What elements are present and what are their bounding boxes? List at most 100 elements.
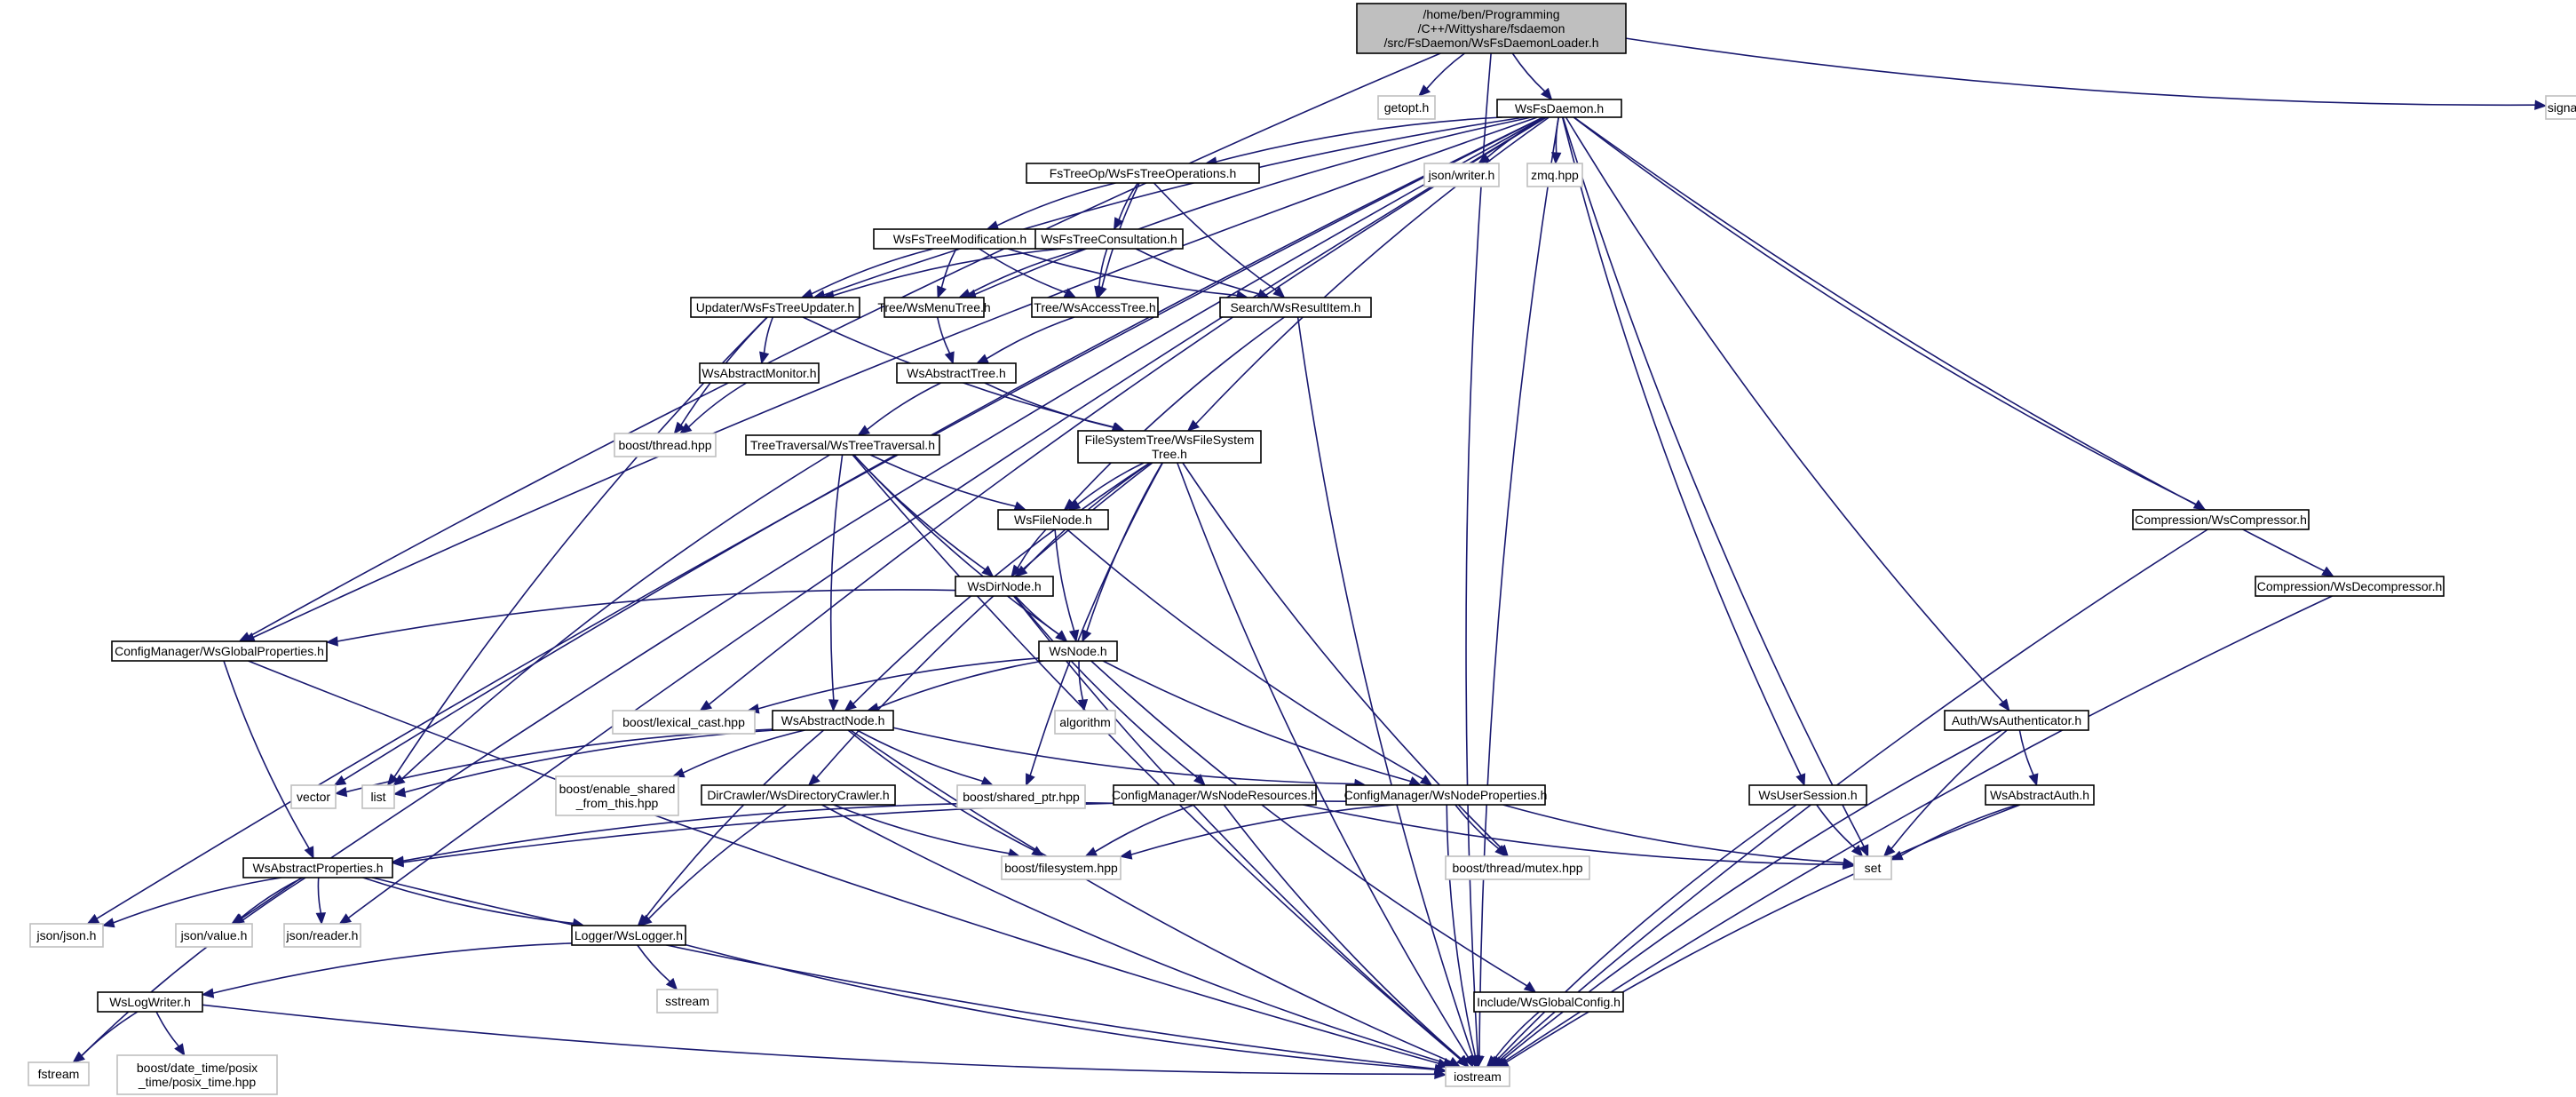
- node-abstree[interactable]: WsAbstractTree.h: [896, 362, 1017, 384]
- node-zmq[interactable]: zmq.hpp: [1526, 163, 1583, 187]
- node-mutex[interactable]: boost/thread/mutex.hpp: [1445, 855, 1590, 880]
- edge-usersession-to-iostream: [1496, 804, 1797, 1061]
- node-algorithm[interactable]: algorithm: [1054, 710, 1116, 735]
- arrowhead-logger-to-sstream: [665, 977, 678, 990]
- edge-logwriter-to-posixtime: [155, 1011, 179, 1047]
- node-list[interactable]: list: [361, 784, 395, 809]
- arrowhead-abstree-to-treetraversal: [857, 425, 871, 436]
- node-jsonwriter[interactable]: json/writer.h: [1423, 163, 1500, 187]
- node-noderes[interactable]: ConfigManager/WsNodeResources.h: [1112, 784, 1318, 806]
- node-wsfsdaemon[interactable]: WsFsDaemon.h: [1496, 99, 1622, 118]
- edge-accesstree-to-abstree: [986, 316, 1075, 360]
- arrowhead-updater-to-thread: [673, 421, 686, 435]
- arrowhead-root-to-getopt: [1417, 84, 1431, 97]
- edge-wsfsdaemon-to-updater: [823, 116, 1525, 296]
- node-dircrawler[interactable]: DirCrawler/WsDirectoryCrawler.h: [701, 784, 896, 806]
- node-treetraversal-box: [745, 434, 940, 456]
- edge-dirnode-to-iostream: [1012, 595, 1462, 1060]
- node-absauth[interactable]: WsAbstractAuth.h: [1985, 784, 2095, 806]
- node-globalconfig[interactable]: Include/WsGlobalConfig.h: [1473, 991, 1624, 1013]
- node-nodeprops[interactable]: ConfigManager/WsNodeProperties.h: [1344, 784, 1548, 806]
- node-set[interactable]: set: [1853, 855, 1892, 880]
- node-compressor[interactable]: Compression/WsCompressor.h: [2132, 509, 2310, 530]
- arrowhead-fstree-to-filenode: [1067, 499, 1082, 511]
- edge-wsnode-to-nodeprops: [1102, 660, 1411, 783]
- node-thread[interactable]: boost/thread.hpp: [614, 433, 717, 457]
- node-getopt[interactable]: getopt.h: [1377, 95, 1436, 120]
- arrowhead-fstree-to-sharedptr: [1026, 773, 1035, 787]
- node-resultitem[interactable]: Search/WsResultItem.h: [1219, 297, 1372, 318]
- edge-wsfsdaemon-to-vector: [343, 116, 1544, 781]
- node-jsonreader[interactable]: json/reader.h: [283, 923, 361, 948]
- edge-root-to-signal: [1625, 37, 2536, 107]
- node-sstream[interactable]: sstream: [656, 989, 718, 1014]
- node-enableshared[interactable]: boost/enable_shared_from_this.hpp: [555, 775, 679, 816]
- edge-wsfsdaemon-to-set: [1562, 116, 1865, 847]
- node-iostream[interactable]: iostream: [1445, 1066, 1510, 1087]
- node-absprops[interactable]: WsAbstractProperties.h: [242, 857, 393, 878]
- node-menutree[interactable]: Tree/WsMenuTree.h: [877, 297, 991, 318]
- node-treecons[interactable]: WsFsTreeConsultation.h: [1034, 228, 1184, 250]
- edge-fstree-to-filenode: [1077, 462, 1145, 505]
- node-wsnode[interactable]: WsNode.h: [1038, 640, 1118, 662]
- node-jsonjson[interactable]: json/json.h: [29, 923, 104, 948]
- edge-wsfsdaemon-to-jsonvalue: [241, 116, 1546, 919]
- node-sstream-box: [656, 989, 718, 1014]
- edge-absnode-to-enableshared: [682, 729, 805, 774]
- node-authenticator-label: Auth/WsAuthenticator.h: [1952, 713, 2081, 727]
- node-treetraversal[interactable]: TreeTraversal/WsTreeTraversal.h: [745, 434, 940, 456]
- node-usersession[interactable]: WsUserSession.h: [1748, 784, 1867, 806]
- arrowhead-wsnode-to-globalconfig: [1523, 981, 1537, 993]
- node-lexicalcast-label: boost/lexical_cast.hpp: [622, 715, 745, 729]
- node-globalconfig-box: [1473, 991, 1624, 1013]
- node-logger[interactable]: Logger/WsLogger.h: [571, 925, 686, 946]
- node-getopt-label: getopt.h: [1384, 100, 1430, 115]
- node-lexicalcast[interactable]: boost/lexical_cast.hpp: [612, 710, 756, 735]
- node-accesstree[interactable]: Tree/WsAccessTree.h: [1031, 297, 1159, 318]
- edge-wsnode-to-absnode: [877, 660, 1044, 709]
- edge-dirnode-to-globalprops: [337, 589, 956, 642]
- edge-nodeprops-to-filesystem: [1130, 804, 1394, 855]
- node-fstreeops[interactable]: FsTreeOp/WsFsTreeOperations.h: [1026, 163, 1260, 184]
- node-decompressor-label: Compression/WsDecompressor.h: [2257, 579, 2443, 593]
- node-jsonvalue[interactable]: json/value.h: [175, 923, 253, 948]
- node-jsonreader-box: [283, 923, 361, 948]
- node-absmonitor[interactable]: WsAbstractMonitor.h: [699, 362, 820, 384]
- edge-wsfsdaemon-to-menutree: [974, 116, 1532, 296]
- edge-absnode-to-iostream: [850, 729, 1451, 1062]
- edge-logger-to-logwriter: [212, 942, 573, 994]
- node-logwriter[interactable]: WsLogWriter.h: [97, 991, 203, 1013]
- node-decompressor[interactable]: Compression/WsDecompressor.h: [2255, 576, 2445, 597]
- node-sstream-label: sstream: [665, 994, 709, 1008]
- node-globalprops-label: ConfigManager/WsGlobalProperties.h: [115, 644, 324, 658]
- node-fstream[interactable]: fstream: [28, 1061, 90, 1086]
- edge-treetraversal-to-dirnode: [853, 454, 986, 570]
- node-vector[interactable]: vector: [290, 784, 337, 809]
- node-filenode[interactable]: WsFileNode.h: [997, 509, 1109, 530]
- node-zmq-label: zmq.hpp: [1531, 168, 1579, 182]
- edge-globalprops-to-iostream: [248, 660, 1439, 1064]
- node-filesystem[interactable]: boost/filesystem.hpp: [1001, 855, 1122, 880]
- node-algorithm-label: algorithm: [1059, 715, 1111, 729]
- node-logger-label: Logger/WsLogger.h: [575, 928, 683, 942]
- node-sharedptr[interactable]: boost/shared_ptr.hpp: [956, 784, 1086, 809]
- edge-wsnode-to-algorithm: [1078, 660, 1084, 701]
- node-globalprops[interactable]: ConfigManager/WsGlobalProperties.h: [111, 640, 328, 662]
- node-signal[interactable]: signal.h: [2545, 95, 2576, 120]
- node-dirnode[interactable]: WsDirNode.h: [955, 576, 1054, 597]
- node-updater[interactable]: Updater/WsFsTreeUpdater.h: [690, 297, 860, 318]
- edge-logger-to-sstream: [637, 944, 670, 982]
- node-root[interactable]: /home/ben/Programming/C++/Wittyshare/fsd…: [1356, 3, 1627, 54]
- node-updater-box: [690, 297, 860, 318]
- arrowhead-logwriter-to-iostream: [1434, 1069, 1447, 1080]
- node-posixtime[interactable]: boost/date_time/posix_time/posix_time.hp…: [116, 1054, 278, 1095]
- node-fstream-box: [28, 1061, 90, 1086]
- node-absauth-label: WsAbstractAuth.h: [1990, 788, 2089, 802]
- node-authenticator[interactable]: Auth/WsAuthenticator.h: [1944, 710, 2089, 731]
- node-treemod[interactable]: WsFsTreeModification.h: [873, 228, 1047, 250]
- node-absnode[interactable]: WsAbstractNode.h: [772, 710, 894, 731]
- node-logger-box: [571, 925, 686, 946]
- edge-noderes-to-set: [1303, 804, 1844, 866]
- node-nodeprops-label: ConfigManager/WsNodeProperties.h: [1344, 788, 1548, 802]
